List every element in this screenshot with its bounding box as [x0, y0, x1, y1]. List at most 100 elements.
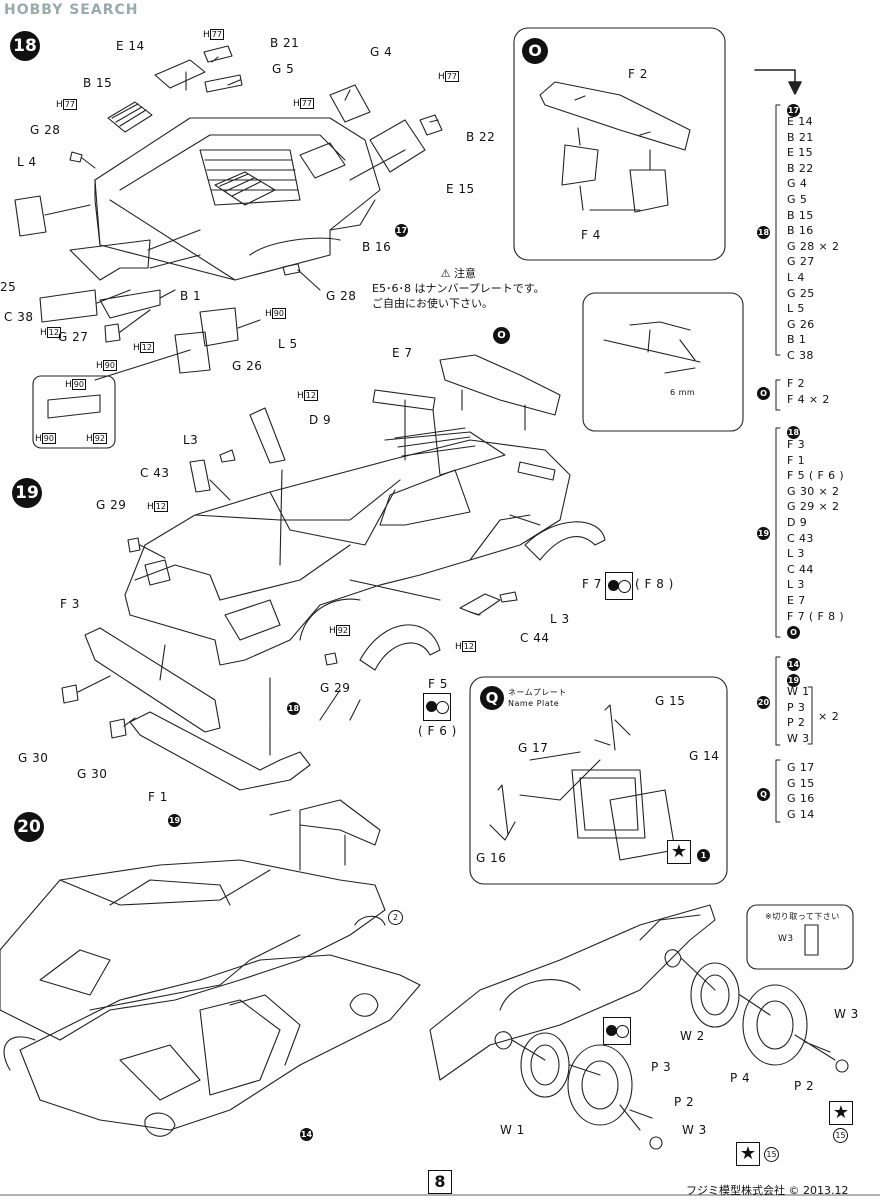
decal-star-icon: ★ — [736, 1142, 760, 1166]
parts-list-step-19-marker: 19 — [757, 527, 770, 540]
parts-list-item: C 43 — [787, 531, 814, 545]
parts-list-item: F 1 — [787, 453, 806, 467]
step-20-number: 20 — [14, 812, 44, 842]
panel-q-marker: Q — [480, 686, 504, 710]
ref-step-17: 17 — [395, 224, 408, 237]
ref-step-14: 14 — [300, 1128, 313, 1141]
parts-list-item: B 1 — [787, 333, 807, 347]
parts-list-item: G 29 × 2 — [787, 500, 840, 514]
step-19-number: 19 — [12, 478, 42, 508]
cut-note: ※切り取って下さい — [765, 912, 840, 921]
label-g4: G 4 — [370, 45, 393, 59]
ref-circle-2: 2 — [388, 910, 403, 925]
parts-list-item: D 9 — [787, 515, 808, 529]
decal-star-icon: ★ — [829, 1101, 853, 1125]
parts-list-item: B 16 — [787, 224, 814, 238]
label-e14: E 14 — [116, 39, 145, 53]
copyright-mark: © — [788, 1184, 800, 1197]
label-p4: P 4 — [730, 1071, 751, 1085]
label-g14: G 14 — [689, 749, 720, 763]
parts-list-item: G 5 — [787, 192, 808, 206]
parts-list-item: G 17 — [787, 761, 815, 774]
label-f6: ( F 6 ) — [418, 724, 457, 738]
label-g30-b: G 30 — [77, 767, 108, 781]
dimension-6mm: 6 mm — [670, 388, 696, 397]
caution-line-2: ご自由にお使い下さい。 — [372, 297, 493, 310]
label-w1: W 1 — [500, 1123, 525, 1137]
ref-circle-15: 15 — [764, 1147, 779, 1162]
label-g28-a: G 28 — [30, 123, 61, 137]
symmetric-parts-icon — [605, 572, 633, 600]
label-c38: C 38 — [4, 310, 34, 324]
label-f4: F 4 — [581, 228, 601, 242]
label-e7: E 7 — [392, 346, 413, 360]
parts-list-item: E 14 — [787, 115, 814, 128]
parts-list-item: G 4 — [787, 177, 808, 191]
step19-car-drawing — [61, 354, 606, 791]
ref-circle-15: 15 — [833, 1128, 848, 1143]
parts-list-item: G 15 — [787, 776, 815, 790]
footer-credit: フジミ模型株式会社 © 2013.12 — [686, 1182, 849, 1198]
step-18-number: 18 — [10, 31, 40, 61]
parts-list-item: E 15 — [787, 146, 814, 160]
label-b21: B 21 — [270, 36, 300, 50]
parts-list-item: W 3 — [787, 731, 810, 745]
parts-list-item: P 3 — [787, 700, 806, 714]
label-f5: F 5 — [428, 677, 448, 691]
label-w3-b: W 3 — [834, 1007, 859, 1021]
step18-body-drawing — [14, 45, 443, 381]
label-b22: B 22 — [466, 130, 496, 144]
label-b16: B 16 — [362, 240, 392, 254]
nameplate-title-jp: ネームプレート — [508, 688, 567, 697]
parts-list-item: G 14 — [787, 807, 815, 821]
publish-date: 2013.12 — [803, 1184, 849, 1197]
parts-list-item: F 7 ( F 8 ) — [787, 609, 845, 623]
parts-list-item: F 5 ( F 6 ) — [787, 469, 845, 483]
label-g29-a: G 29 — [96, 498, 127, 512]
parts-list-item: G 30 × 2 — [787, 484, 840, 498]
caution-line-1: E5･6･8 はナンバープレートです。 — [372, 282, 545, 295]
parts-list-item: G 25 — [787, 286, 815, 300]
label-f2: F 2 — [628, 67, 648, 81]
parts-list-item: F 4 × 2 — [787, 392, 830, 406]
ref-step-19: 19 — [168, 814, 181, 827]
label-g17: G 17 — [518, 741, 549, 755]
parts-list-item: L 4 — [787, 270, 805, 284]
step20-assembly-drawing — [0, 799, 854, 1150]
label-p3: P 3 — [651, 1060, 672, 1074]
parts-list-item: B 21 — [787, 130, 814, 144]
label-w3-a: W 3 — [682, 1123, 707, 1137]
ref-step-18: 18 — [287, 702, 300, 715]
label-c44: C 44 — [520, 631, 550, 645]
label-w2: W 2 — [680, 1029, 705, 1043]
parts-list-step-18-marker: 18 — [757, 226, 770, 239]
label-g5: G 5 — [272, 62, 295, 76]
parts-list-item: F 3 — [787, 438, 806, 451]
warning-icon: ⚠ — [440, 267, 451, 280]
panel-o-marker: O — [522, 38, 548, 64]
symmetric-parts-icon — [423, 693, 451, 721]
label-l5: L 5 — [278, 337, 298, 351]
label-g29-b: G 29 — [320, 681, 351, 695]
ref-panel-o: O — [787, 622, 800, 641]
parts-list-item: L 3 — [787, 547, 805, 561]
panel-q-frame — [469, 676, 728, 885]
ref-step-18: 18 — [787, 426, 800, 439]
label-l3-b: L 3 — [550, 612, 570, 626]
parts-list-item: B 22 — [787, 161, 814, 175]
label-l4: L 4 — [17, 155, 37, 169]
